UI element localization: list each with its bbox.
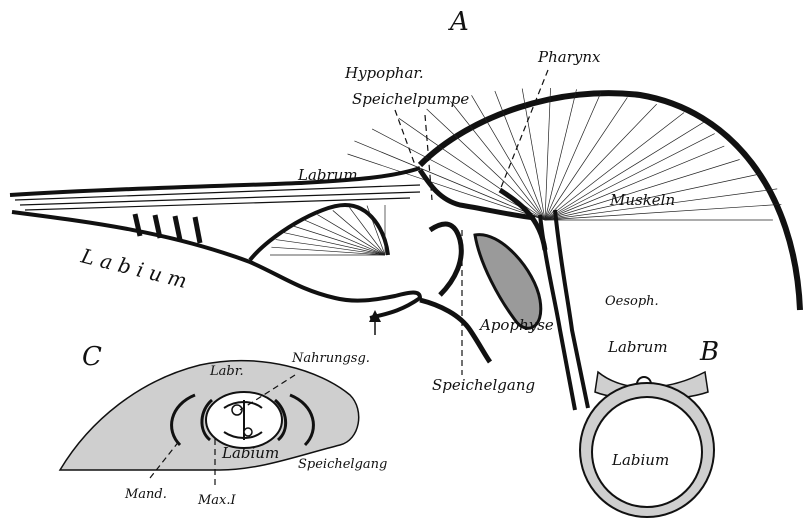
muscle-fiber xyxy=(427,109,545,220)
label-nahrungsg: Nahrungsg. xyxy=(291,351,370,366)
pump-inner xyxy=(430,224,461,295)
label-labium-a: L a b i u m xyxy=(78,243,190,293)
label-apophyse: Apophyse xyxy=(478,316,554,334)
panel-label-b: B xyxy=(699,337,719,367)
label-labium-c: Labium xyxy=(221,444,279,462)
label-labium-b: Labium xyxy=(611,451,669,469)
labial-fiber xyxy=(292,226,385,255)
label-speichelpumpe: Speichelpumpe xyxy=(352,90,469,108)
panel-b-drawing xyxy=(580,372,714,517)
panel-label-c: C xyxy=(82,342,102,372)
labial-fiber xyxy=(304,220,385,255)
label-labrum-b: Labrum xyxy=(607,338,668,356)
salivary-canal-c xyxy=(244,428,252,436)
panel-a-drawing xyxy=(10,70,800,410)
muscle-fiber xyxy=(354,141,545,220)
muscle-fiber xyxy=(545,92,601,220)
label-speichelgang-a: Speichelgang xyxy=(432,376,535,394)
leader-hypophar xyxy=(395,110,415,165)
stylet-2 xyxy=(20,192,420,205)
labial-fiber xyxy=(276,240,385,255)
oesophagus-2 xyxy=(555,210,588,408)
label-mand: Mand. xyxy=(124,487,167,502)
label-labr: Labr. xyxy=(209,364,244,379)
label-speichelgang-c: Speichelgang xyxy=(298,457,387,472)
panel-label-a: A xyxy=(448,7,469,37)
muscle-fiber xyxy=(450,101,545,220)
label-labrum-a: Labrum xyxy=(297,166,358,184)
label-hypophar: Hypophar. xyxy=(344,64,424,82)
apophyse xyxy=(475,235,541,329)
labium-outline xyxy=(12,212,420,318)
label-maxI: Max.I xyxy=(197,493,237,508)
muscle-fiber xyxy=(495,91,545,220)
labrum-outline xyxy=(10,168,420,195)
label-pharynx: Pharynx xyxy=(537,48,601,66)
label-muskeln: Muskeln xyxy=(609,191,675,209)
label-oesoph: Oesoph. xyxy=(605,294,659,309)
labial-fan-outline xyxy=(250,205,388,260)
